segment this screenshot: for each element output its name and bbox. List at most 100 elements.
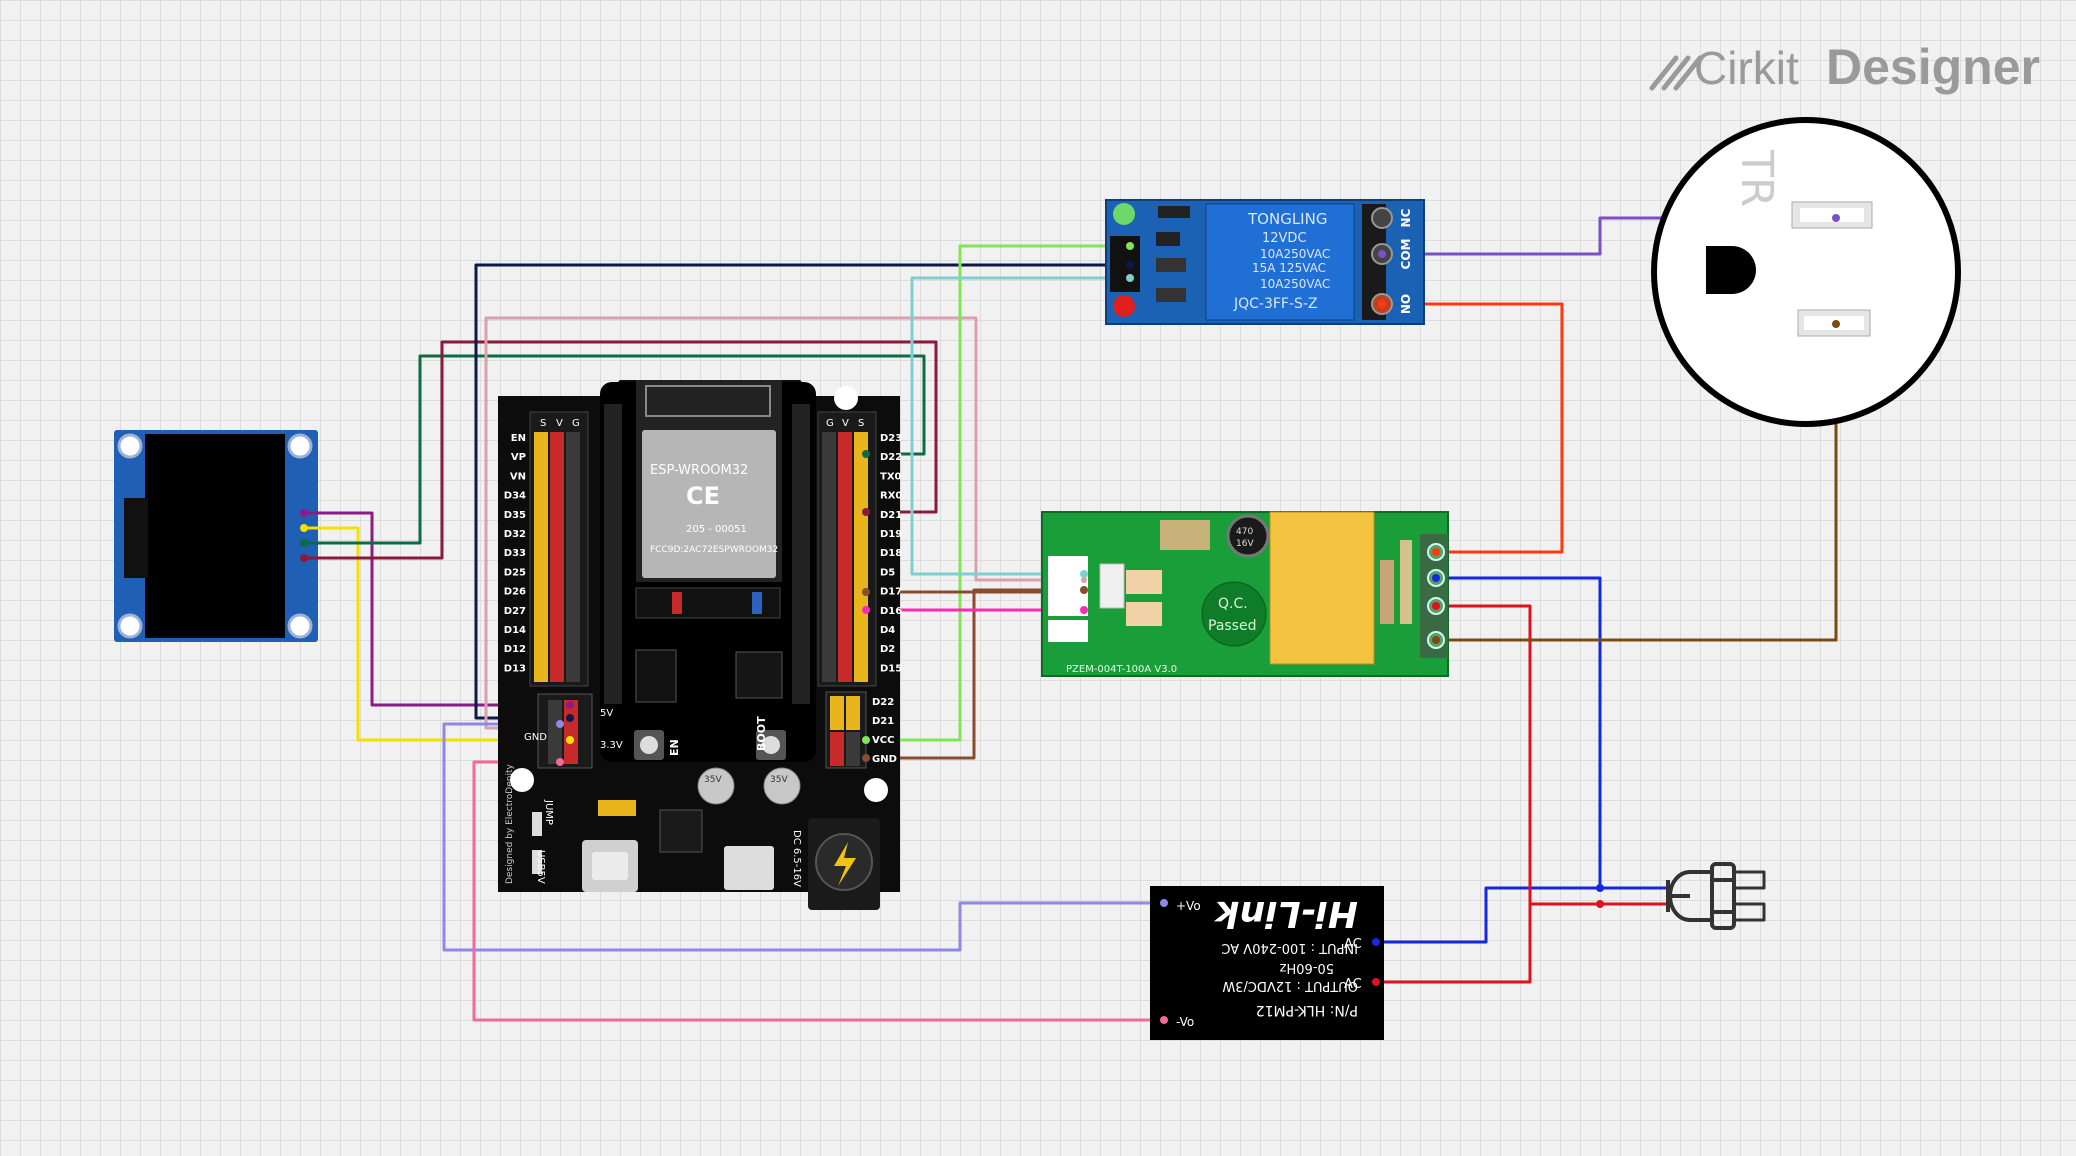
right-header-label-v: V (842, 418, 849, 429)
left-pin-vn: VN (510, 471, 526, 482)
en-button-label: EN (668, 739, 681, 756)
wire-purple[interactable] (302, 511, 572, 707)
left-pin-d35: D35 (504, 510, 526, 521)
power-label-5v: 5V (600, 708, 613, 719)
wire-brown-gold[interactable] (1434, 322, 1838, 642)
wire-brown[interactable] (864, 588, 1086, 760)
hilink-logo: Hi-Link (1214, 893, 1358, 934)
pzem-electrolytic-cap (1226, 514, 1270, 558)
oled-display[interactable] (114, 430, 318, 642)
left-header-label-s: S (540, 418, 546, 429)
wire-cyan[interactable] (910, 276, 1132, 576)
wire-blue[interactable] (1374, 576, 1602, 944)
right-pin-d18: D18 (880, 548, 902, 559)
hilink-input: INPUT : 100-240V AC (1221, 940, 1358, 955)
boot-button[interactable]: BOOT (755, 716, 786, 760)
relay-model: JQC-3FF-S-Z (1233, 296, 1318, 312)
left-pin-d14: D14 (504, 625, 526, 636)
hilink-vplus: +Vo (1176, 899, 1201, 913)
outlet-ground-hole (1706, 246, 1756, 294)
dc-jack[interactable] (808, 818, 880, 910)
left-header-label-v: V (556, 418, 563, 429)
svg-text:CE: CE (686, 482, 720, 510)
wroom-code: 205 - 00051 (686, 524, 747, 535)
left-pin-d27: D27 (504, 606, 526, 617)
boot-button-label: BOOT (755, 716, 768, 751)
left-pin-d32: D32 (504, 529, 526, 540)
relay-module[interactable]: TONGLING 12VDC 10A250VAC 15A 125VAC 10A2… (1105, 199, 1425, 325)
left-pin-d25: D25 (504, 567, 526, 578)
relay-terminal-com: COM (1399, 239, 1413, 270)
esp32-wire-endpoints (556, 450, 870, 766)
right-pin-d17: D17 (880, 587, 902, 598)
wire-lightgreen[interactable] (864, 244, 1132, 742)
dc-input-label: DC 6.5-16V (791, 830, 802, 887)
hilink-module[interactable]: P/N: HLK-PM12 OUTPUT : 12VDC/3W 50-60Hz … (1150, 886, 1384, 1040)
wires-layer (302, 216, 1838, 1022)
ac-plug-icon[interactable] (1666, 862, 1766, 930)
hilink-pn: P/N: HLK-PM12 (1256, 1002, 1358, 1018)
jump-label: JUMP (543, 799, 554, 825)
pzem-module[interactable]: 470 16V Q.C. Passed PZEM-004T-100A V3.0 (1041, 511, 1449, 677)
relay-line-3: 15A 125VAC (1252, 261, 1326, 275)
left-pin-d34: D34 (504, 491, 526, 502)
cirkit-logo-icon (1649, 55, 1703, 91)
relay-terminal-block (1362, 204, 1393, 320)
qc-line-1: Q.C. (1218, 596, 1248, 612)
right-pin-d5: D5 (880, 567, 895, 578)
usb-c-port[interactable] (582, 840, 638, 892)
wire-yellow[interactable] (302, 526, 572, 742)
lightning-icon (834, 842, 856, 886)
right-pin-d2: D2 (880, 644, 895, 655)
bottom-pin-d22: D22 (872, 697, 894, 708)
wire-red[interactable] (1374, 604, 1602, 984)
pzem-cap-line-2: 16V (1236, 539, 1254, 549)
esp32-left-header: S V G (529, 411, 589, 687)
right-pin-d16: D16 (880, 606, 902, 617)
brand-name-cirkit: Cirkit (1694, 42, 1799, 94)
wroom-fcc: FCC9D:2AC72ESPWROOM32 (650, 545, 778, 555)
right-pin-d19: D19 (880, 529, 902, 540)
left-pin-en: EN (511, 433, 526, 444)
left-pin-vp: VP (511, 452, 526, 463)
wire-maroon[interactable] (302, 340, 938, 560)
right-pin-d23: D23 (880, 433, 902, 444)
relay-line-1: 12VDC (1262, 231, 1307, 246)
esp32-right-bottom-header (825, 691, 867, 769)
esp32-board[interactable]: S V G ENVPVND34D35D32D33D25D26D27D14D12D… (498, 380, 902, 910)
brand-name-designer: Designer (1826, 39, 2040, 95)
hilink-vminus: -Vo (1176, 1015, 1194, 1029)
cap-right-label: 35V (770, 775, 788, 785)
hilink-output: OUTPUT : 12VDC/3W (1222, 978, 1358, 993)
micro-usb-port[interactable] (724, 846, 774, 890)
capacitor-right: 35V (763, 767, 801, 805)
right-pin-d21: D21 (880, 510, 902, 521)
hilink-freq: 50-60Hz (1279, 960, 1334, 975)
right-pin-d22: D22 (880, 452, 902, 463)
esp-wroom-module: ESP-WROOM32 CE 205 - 00051 FCC9D:2AC72ES… (636, 380, 782, 582)
wire-lavender[interactable] (442, 722, 1166, 952)
wroom-name: ESP-WROOM32 (650, 463, 748, 478)
right-pin-rx0: RX0 (880, 491, 902, 502)
power-label-gnd: GND (524, 732, 547, 743)
en-button[interactable]: EN (634, 730, 681, 760)
relay-terminal-nc: NC (1399, 208, 1413, 227)
capacitor-left: 35V (697, 767, 735, 805)
bottom-pin-vcc: VCC (872, 735, 894, 746)
right-pin-tx0: TX0 (880, 471, 902, 482)
qc-line-2: Passed (1208, 618, 1256, 634)
designed-by-text: Designed by ElectroDenity (505, 764, 515, 884)
power-outlet[interactable]: TR (1651, 117, 1961, 427)
relay-line-2: 10A250VAC (1260, 247, 1330, 261)
left-pin-d26: D26 (504, 587, 526, 598)
hilink-ac-1: AC (1344, 937, 1362, 952)
relay-brand: TONGLING (1247, 210, 1327, 228)
wire-green-dark[interactable] (302, 354, 926, 545)
wire-orange-red[interactable] (1380, 302, 1564, 554)
qc-passed-sticker: Q.C. Passed (1201, 581, 1267, 647)
